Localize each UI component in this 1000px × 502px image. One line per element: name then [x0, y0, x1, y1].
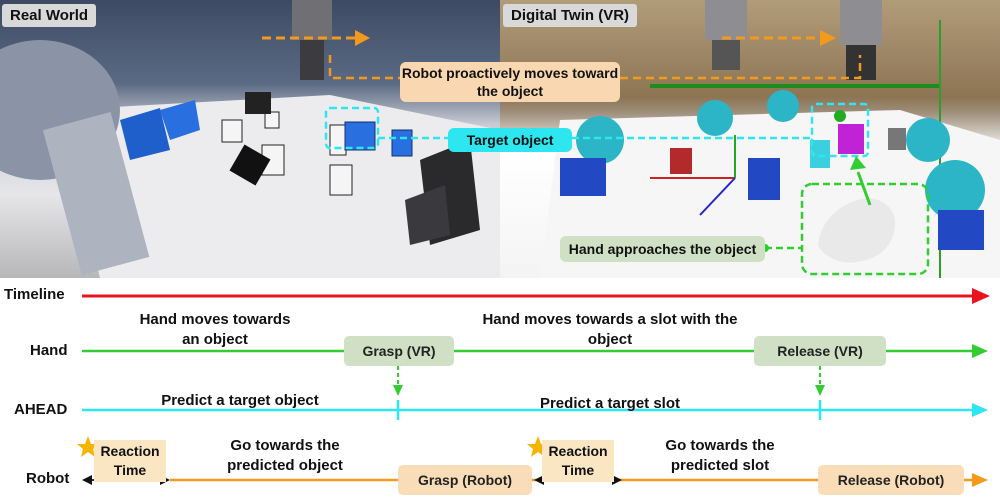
robot-moves-callout: Robot proactively moves toward the objec… [400, 62, 620, 102]
predict-object-label: Predict a target object [161, 392, 319, 409]
row-label-ahead: AHEAD [14, 401, 68, 418]
grasp-vr-event: Grasp (VR) [344, 336, 454, 366]
go-object-label: Go towards the predicted object [227, 437, 343, 474]
digital-twin-panel [500, 0, 1000, 278]
row-label-robot: Robot [26, 470, 70, 487]
digital-twin-title: Digital Twin (VR) [503, 4, 638, 27]
target-object-callout: Target object [448, 128, 572, 152]
reaction-time-1: Reaction Time [94, 440, 166, 482]
real-world-title: Real World [2, 4, 97, 27]
predict-slot-label: Predict a target slot [539, 395, 681, 412]
grasp-robot-event: Grasp (Robot) [398, 465, 532, 495]
row-label-timeline: Timeline [4, 286, 65, 303]
row-label-hand: Hand [30, 342, 68, 359]
reaction-time-2: Reaction Time [542, 440, 614, 482]
hand-approaches-callout: Hand approaches the object [560, 236, 765, 262]
hand-moves-object-label: Hand moves towards an object [139, 311, 291, 348]
release-vr-event: Release (VR) [754, 336, 886, 366]
hand-moves-slot-label: Hand moves towards a slot with the objec… [482, 311, 738, 348]
real-world-photo [0, 0, 500, 278]
go-slot-label: Go towards the predicted slot [665, 437, 775, 474]
star-icon [77, 436, 99, 457]
release-robot-event: Release (Robot) [818, 465, 964, 495]
